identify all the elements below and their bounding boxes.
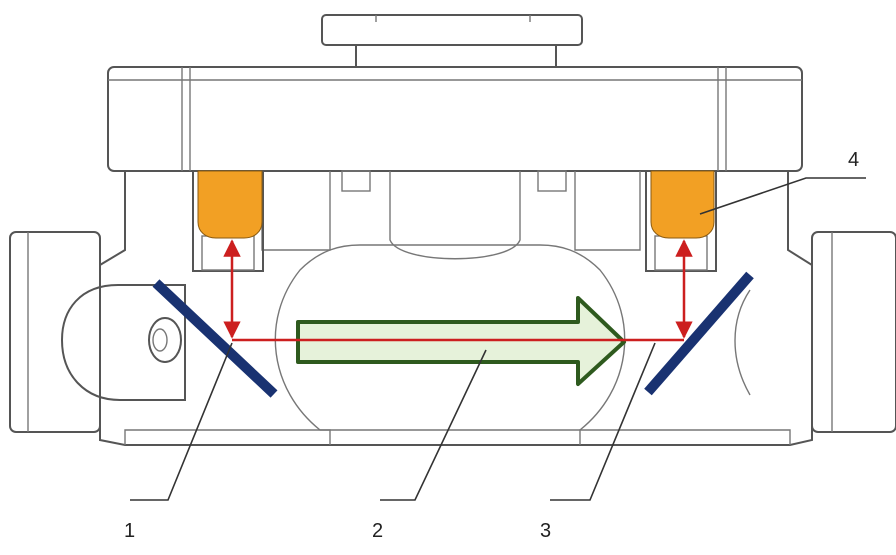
leader-line-3 [550, 342, 656, 501]
callout-label-3: 3 [540, 520, 551, 542]
right-reflector-mirror-edge [644, 271, 754, 396]
right-transducer [650, 170, 715, 239]
sensor-housing [107, 66, 803, 172]
meter-body [99, 170, 813, 446]
leader-line-1 [130, 342, 233, 501]
top-connector [321, 14, 583, 68]
left-reflector-mirror [152, 279, 278, 398]
right-pipe-fitting [734, 231, 896, 433]
leader-line-4 [699, 177, 866, 215]
callout-label-4: 4 [848, 149, 859, 171]
signal-path [223, 239, 693, 342]
callout-label-1: 1 [124, 520, 135, 542]
left-pipe-fitting [9, 231, 186, 433]
callout-label-2: 2 [372, 520, 383, 542]
left-transducer [197, 170, 263, 239]
leader-line-2 [380, 349, 487, 501]
right-reflector-mirror [644, 271, 754, 396]
left-reflector-mirror-edge [152, 279, 278, 398]
